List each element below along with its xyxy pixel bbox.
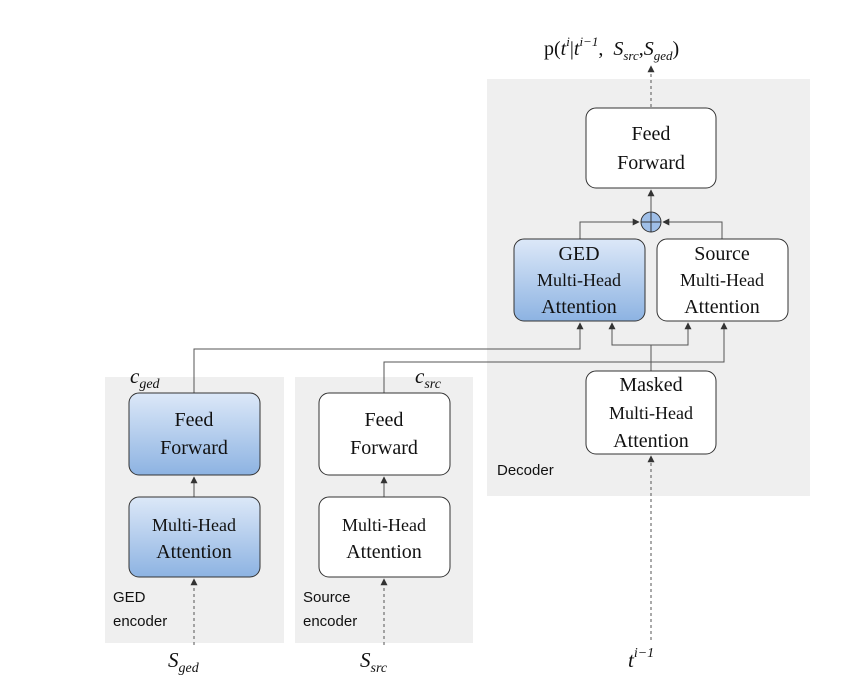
ged-enc-ff-line1: Feed bbox=[175, 409, 214, 431]
source-encoder-label-line1: Source bbox=[303, 589, 351, 606]
ged-encoder-attention-block: Multi-Head Attention bbox=[128, 496, 261, 578]
source-encoder-input-label: Ssrc bbox=[360, 648, 388, 676]
masked-to-src-attn-arrow bbox=[651, 322, 692, 346]
masked-attn-line1: Masked bbox=[619, 374, 682, 396]
ged-encoder-label-line2: encoder bbox=[113, 613, 167, 630]
decoder-input-label: ti−1 bbox=[628, 646, 654, 672]
plus-node-icon bbox=[640, 211, 662, 233]
src-attn-to-plus-arrow bbox=[662, 218, 723, 239]
src-attn-line1: Source bbox=[694, 243, 750, 265]
ged-encoder-label-line1: GED bbox=[113, 589, 146, 606]
masked-multihead-attention-block: Masked Multi-Head Attention bbox=[585, 370, 717, 455]
masked-to-ged-attn-arrow bbox=[608, 322, 651, 346]
decoder-ff-line1: Feed bbox=[632, 123, 671, 145]
ged-enc-attn-line1: Multi-Head bbox=[152, 515, 236, 535]
source-multihead-attention-block: Source Multi-Head Attention bbox=[656, 238, 789, 322]
src-attn-line3: Attention bbox=[684, 296, 760, 318]
ged-encoder-output-label: cged bbox=[130, 364, 161, 392]
ged-encoder-to-decoder-arrow bbox=[193, 322, 584, 393]
src-enc-ff-line2: Forward bbox=[350, 437, 418, 459]
source-encoder-feed-forward-block: Feed Forward bbox=[318, 392, 451, 476]
decoder-feed-forward-block: Feed Forward bbox=[585, 107, 717, 189]
ged-encoder-feed-forward-block: Feed Forward bbox=[128, 392, 261, 476]
masked-attn-line2: Multi-Head bbox=[609, 403, 693, 423]
ged-encoder-input-label: Sged bbox=[168, 648, 200, 676]
decoder-ff-line2: Forward bbox=[617, 152, 685, 174]
ged-enc-ff-line2: Forward bbox=[160, 437, 228, 459]
ged-attn-line2: Multi-Head bbox=[537, 270, 621, 290]
src-encoder-to-decoder-arrow bbox=[383, 322, 728, 393]
src-attn-line2: Multi-Head bbox=[680, 270, 764, 290]
decoder-label: Decoder bbox=[497, 462, 554, 479]
src-enc-ff-line1: Feed bbox=[365, 409, 404, 431]
ged-attn-line1: GED bbox=[558, 243, 599, 265]
ged-enc-attn-line2: Attention bbox=[156, 541, 232, 563]
masked-attn-line3: Attention bbox=[613, 430, 689, 452]
src-enc-attn-line2: Attention bbox=[346, 541, 422, 563]
output-probability-label: p(ti|ti−1,Ssrc,Sged) bbox=[544, 34, 679, 63]
ged-multihead-attention-block: GED Multi-Head Attention bbox=[513, 238, 646, 322]
ged-attn-to-plus-arrow bbox=[579, 218, 640, 239]
source-encoder-attention-block: Multi-Head Attention bbox=[318, 496, 451, 578]
source-encoder-output-label: csrc bbox=[415, 364, 442, 392]
src-enc-attn-line1: Multi-Head bbox=[342, 515, 426, 535]
ged-attn-line3: Attention bbox=[541, 296, 617, 318]
source-encoder-label-line2: encoder bbox=[303, 613, 357, 630]
